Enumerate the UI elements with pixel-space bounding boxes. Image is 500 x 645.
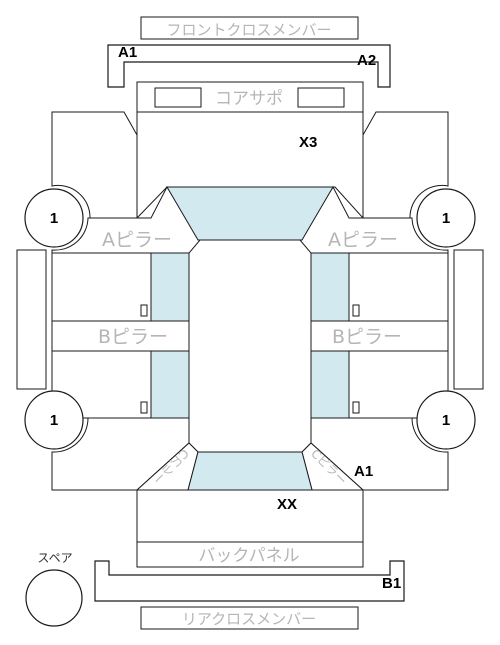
marker-a1-top: A1 xyxy=(118,44,137,61)
a-pillar-left-label: Aピラー xyxy=(102,229,172,251)
marker-x3: X3 xyxy=(299,134,317,151)
back-panel[interactable] xyxy=(136,541,364,568)
window-rear-right[interactable] xyxy=(310,350,350,419)
rear-cross-member-box[interactable] xyxy=(140,606,359,630)
core-support-label: コアサポ xyxy=(215,89,283,109)
b-pillar-left[interactable] xyxy=(51,320,190,352)
quarter-panel-right[interactable] xyxy=(310,417,449,491)
trunk-lid[interactable] xyxy=(136,489,364,543)
roof[interactable] xyxy=(188,239,312,453)
tire-front-right[interactable] xyxy=(416,188,476,248)
door-handle-rear-left[interactable] xyxy=(140,401,148,414)
tire-front-right-number: 1 xyxy=(442,210,450,227)
rear-window[interactable] xyxy=(187,451,313,491)
side-sill-left[interactable] xyxy=(16,249,47,390)
door-handle-rear-right[interactable] xyxy=(352,401,360,414)
tire-front-left-number: 1 xyxy=(50,210,58,227)
window-front-left[interactable] xyxy=(150,252,190,322)
side-sill-right[interactable] xyxy=(453,249,484,390)
window-front-right[interactable] xyxy=(310,252,350,322)
window-rear-left[interactable] xyxy=(150,350,190,419)
door-handle-front-left[interactable] xyxy=(140,304,148,317)
tire-rear-right[interactable] xyxy=(416,390,476,450)
marker-b1: B1 xyxy=(382,575,401,592)
spare-tire[interactable] xyxy=(25,569,83,627)
headlight-left[interactable] xyxy=(154,87,202,108)
rear-frame-bracket[interactable] xyxy=(94,560,405,602)
front-frame-bracket[interactable] xyxy=(107,44,391,88)
front-cross-member-box[interactable] xyxy=(140,16,359,40)
spare-label: スペア xyxy=(37,551,72,565)
back-panel-label: バックパネル xyxy=(198,546,299,566)
tire-rear-right-number: 1 xyxy=(442,412,450,429)
door-handle-front-right[interactable] xyxy=(352,304,360,317)
headlight-right[interactable] xyxy=(297,87,345,108)
a-pillar-right-label: Aピラー xyxy=(328,229,398,251)
tire-front-left[interactable] xyxy=(24,188,84,248)
quarter-panel-left[interactable] xyxy=(51,417,190,491)
tire-rear-left-number: 1 xyxy=(50,412,58,429)
marker-a1-rear: A1 xyxy=(354,463,373,480)
windshield[interactable] xyxy=(166,186,334,241)
b-pillar-left-label: Bピラー xyxy=(98,326,168,348)
front-cross-member-label: フロントクロスメンバー xyxy=(166,21,331,39)
marker-xx: XX xyxy=(277,496,297,513)
rear-cross-member-label: リアクロスメンバー xyxy=(182,610,316,628)
b-pillar-right-label: Bピラー xyxy=(332,326,402,348)
b-pillar-right[interactable] xyxy=(310,320,449,352)
marker-a2-top: A2 xyxy=(357,52,376,69)
tire-rear-left[interactable] xyxy=(24,390,84,450)
